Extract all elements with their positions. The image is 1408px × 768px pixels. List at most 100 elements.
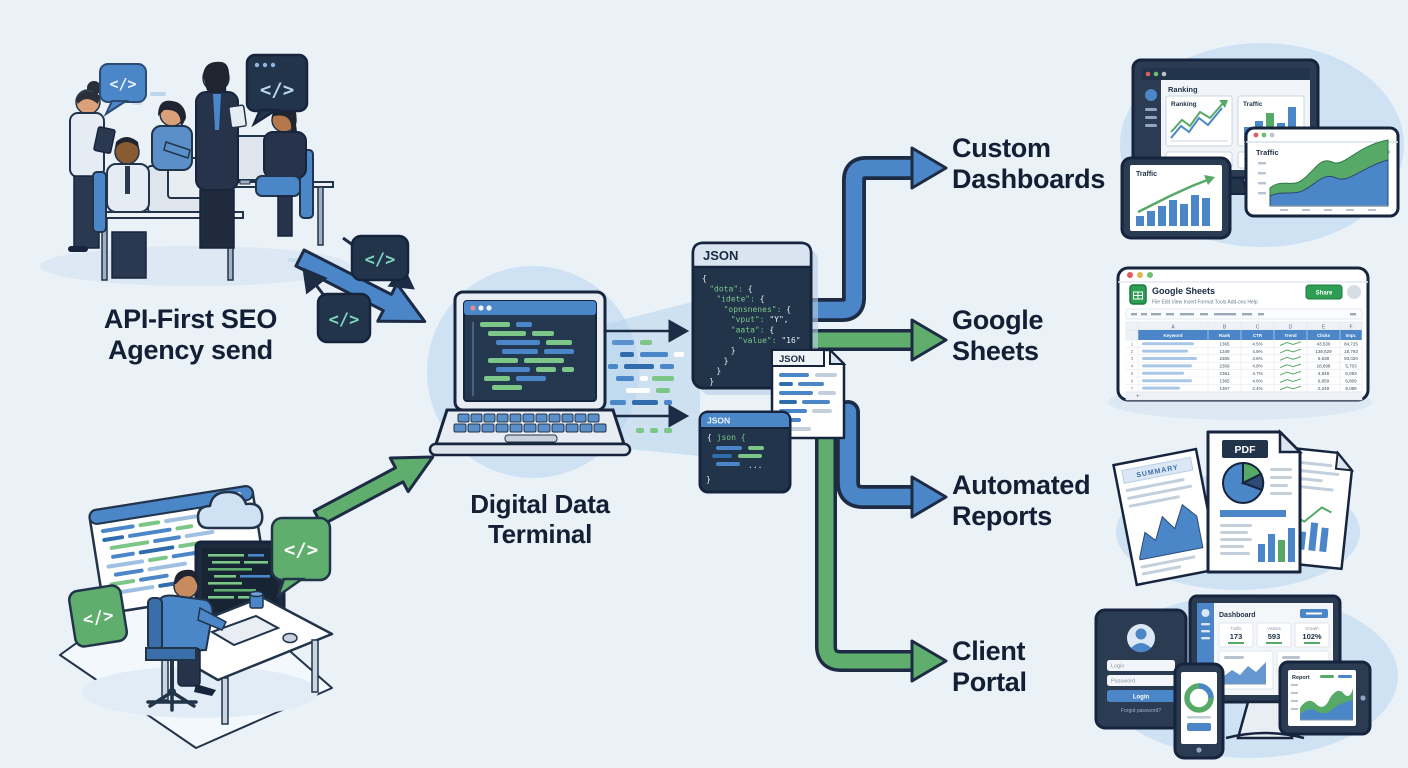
code-icon: </>: [109, 75, 136, 93]
output-line1: Custom: [952, 133, 1051, 163]
api-transfer-arrows: </> </>: [294, 234, 427, 344]
share-button: Share: [1316, 291, 1333, 297]
login-placeholder: Login: [1111, 664, 1124, 670]
svg-text:2: 2: [1131, 349, 1134, 354]
svg-text:}: }: [731, 346, 736, 355]
laptop-code-lines: [480, 322, 574, 390]
source-label-line2: Agency send: [108, 335, 273, 366]
svg-text:18,793: 18,793: [1344, 349, 1358, 354]
output-label-client-portal: Client Portal: [952, 636, 1027, 699]
json-panel: JSON {"dota": {"idete": {"opnsnenes": {"…: [691, 241, 818, 395]
svg-text:F: F: [1349, 324, 1352, 330]
code-icon: </>: [365, 250, 396, 270]
svg-text:43,530: 43,530: [1317, 341, 1331, 346]
svg-text:"vput": "Y",: "vput": "Y",: [731, 315, 789, 324]
json-panel-title: JSON: [703, 248, 738, 263]
svg-text:1367: 1367: [1219, 386, 1230, 391]
svg-text:6,809: 6,809: [1345, 378, 1357, 383]
person-standing-suit-man: [195, 61, 247, 249]
svg-text:18,698: 18,698: [1317, 364, 1331, 369]
forgot-password-link[interactable]: Forgot password?: [1121, 708, 1161, 714]
arrow-automated-reports: [836, 400, 948, 519]
output-label-google-sheets: Google Sheets: [952, 305, 1044, 368]
developer-scene: </> </>: [59, 485, 334, 749]
stat-label: Growth: [1305, 626, 1319, 631]
terminal-label: Digital Data Terminal: [420, 489, 660, 549]
reports-illustration: SUMMARY PDF: [1112, 428, 1360, 590]
login-input[interactable]: [1107, 660, 1175, 671]
login-card: Login Password Login Forgot password?: [1094, 608, 1188, 730]
svg-text:6,638: 6,638: [1318, 356, 1330, 361]
login-button[interactable]: [1107, 690, 1175, 702]
svg-text:{ json {: { json {: [707, 433, 746, 442]
svg-text:...: ...: [748, 461, 762, 470]
code-icon: </>: [284, 539, 318, 561]
portal-phone: [1173, 662, 1225, 760]
person-sitting-man: [92, 137, 150, 279]
avatar: [1347, 285, 1361, 299]
svg-text:3: 3: [1131, 356, 1134, 361]
code-icon: </>: [329, 310, 360, 330]
person-sitting-woman-right: [255, 105, 314, 237]
svg-text:1349: 1349: [1219, 349, 1230, 354]
svg-text:C: C: [1256, 324, 1260, 330]
card-ranking-title: Ranking: [1171, 101, 1197, 108]
svg-text:1: 1: [1131, 341, 1134, 346]
svg-text:Impr.: Impr.: [1346, 333, 1357, 338]
output-line2: Portal: [952, 667, 1027, 698]
svg-text:4.7%: 4.7%: [1252, 371, 1262, 376]
password-input[interactable]: [1107, 675, 1175, 686]
sheets-toolbar-glyphs: [1131, 313, 1356, 316]
code-icon: </>: [260, 79, 294, 101]
svg-text:9,089: 9,089: [1345, 386, 1357, 391]
svg-text:}: }: [706, 475, 711, 484]
code-speech-bubble-green: </>: [270, 516, 332, 600]
output-line2: Dashboards: [952, 164, 1106, 195]
output-arrows: [793, 146, 948, 683]
svg-text:}: }: [724, 356, 729, 365]
svg-text:4.8%: 4.8%: [1252, 364, 1262, 369]
svg-text:1365: 1365: [1219, 378, 1230, 383]
data-stream: [608, 340, 684, 433]
json-document-title: JSON: [779, 354, 805, 365]
sheets-file-icon: [1129, 284, 1147, 305]
card-traffic-title: Traffic: [1243, 101, 1263, 108]
svg-text:138,629: 138,629: [1315, 349, 1332, 354]
code-speech-bubble-blue: </>: [99, 63, 147, 117]
pdf-badge: PDF: [1235, 444, 1257, 456]
svg-text:4: 4: [1131, 364, 1134, 369]
svg-text:84,725: 84,725: [1344, 341, 1358, 346]
svg-text:{: {: [702, 274, 707, 283]
svg-text:"dota": {: "dota": {: [709, 284, 752, 293]
svg-text:93,020: 93,020: [1344, 356, 1358, 361]
svg-text:"aata": {: "aata": {: [731, 326, 774, 335]
team-illustration: </> </>: [40, 53, 350, 286]
source-label-line1: API-First SEO: [103, 304, 278, 334]
person-standing-woman: [68, 81, 116, 252]
person-sitting-woman-laptop: [151, 100, 193, 171]
output-label-custom-dashboards: Custom Dashboards: [952, 133, 1105, 196]
svg-text:Trend: Trend: [1284, 333, 1297, 338]
code-icon: </>: [82, 606, 115, 631]
svg-text:D: D: [1289, 324, 1293, 330]
cloud-icon: [196, 490, 264, 530]
sheets-title: Google Sheets: [1152, 286, 1215, 296]
svg-text:2365: 2365: [1219, 356, 1230, 361]
svg-text:6: 6: [1131, 378, 1134, 383]
person-developer: [145, 569, 227, 712]
code-speech-bubble-dark: </>: [245, 53, 309, 128]
output-line1: Automated: [952, 470, 1091, 500]
sheets-menu: File Edit View Insert Format Tools Add-o…: [1152, 300, 1258, 306]
svg-text:6,859: 6,859: [1318, 378, 1330, 383]
mini-code-bars: [712, 446, 764, 466]
portal-dashboard-title: Dashboard: [1219, 612, 1256, 619]
terminal-label-line2: Terminal: [487, 519, 593, 550]
svg-text:"opnsnenes": {: "opnsnenes": {: [724, 305, 791, 314]
svg-text:4.6%: 4.6%: [1252, 378, 1262, 383]
stat-value: 593: [1268, 632, 1281, 641]
laptop-terminal: [427, 266, 700, 478]
svg-text:CTR: CTR: [1253, 333, 1263, 338]
code-badge: </>: [350, 234, 410, 282]
json-code-lines: {"dota": {"idete": {"opnsnenes": {"vput"…: [702, 274, 801, 386]
